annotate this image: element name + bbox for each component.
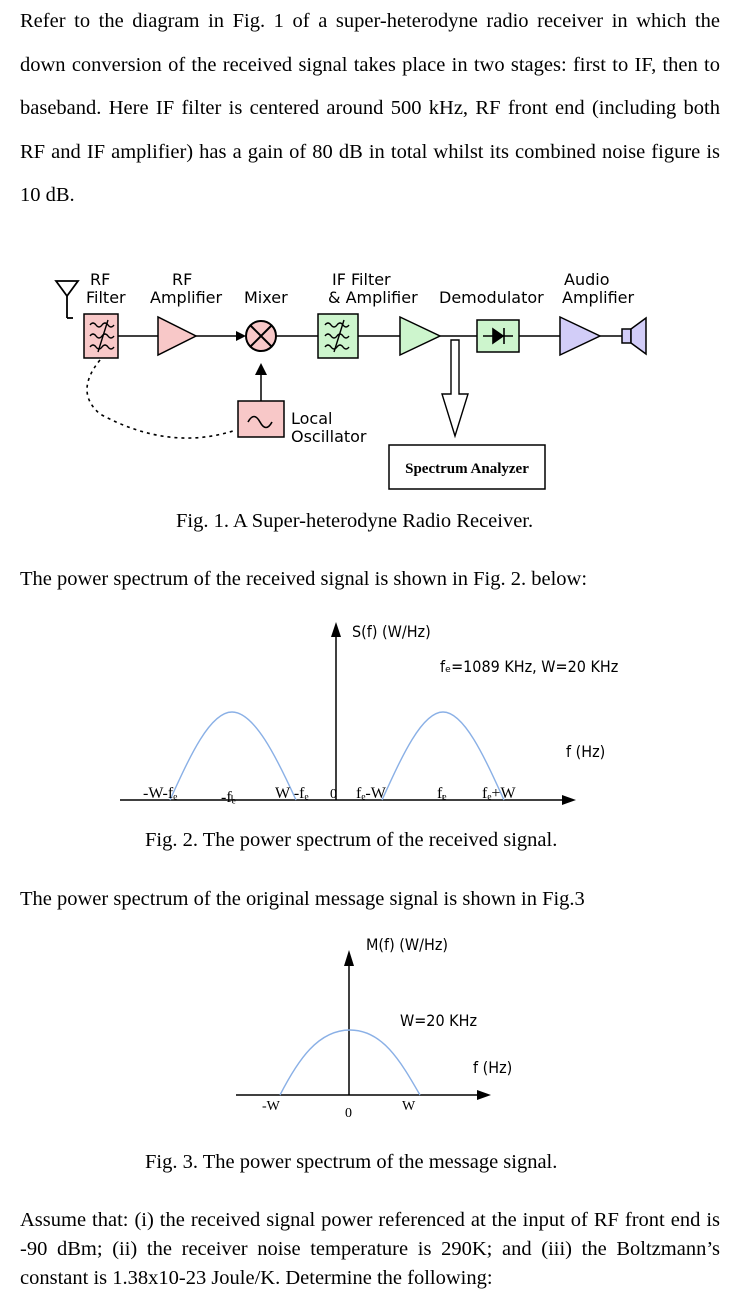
fig2-tick-fc-w: fₑ-W: [356, 785, 387, 802]
audio-amplifier-block: [559, 315, 602, 357]
if-filter-wave-icon: [324, 319, 350, 353]
rf-filter-block: [83, 313, 119, 359]
fig2-tick-neg-w-fc: -W-fₑ: [143, 785, 177, 802]
rf-amplifier-block: [157, 315, 198, 357]
fig2-caption: Fig. 2. The power spectrum of the receiv…: [145, 829, 558, 851]
fig3-tick-neg-w: -W: [262, 1099, 281, 1114]
label-demod: Demodulator: [439, 288, 544, 307]
label-rf-amp-1: RF: [172, 270, 192, 289]
fig2-tick-w-fc: W -fₑ: [275, 785, 309, 802]
fig3-ylabel: M(f) (W/Hz): [366, 935, 448, 954]
fig2-lobe-negative: [169, 711, 297, 801]
antenna-icon: [54, 280, 80, 319]
if-filter-block: [317, 313, 359, 359]
fig2-xlabel: f (Hz): [566, 742, 605, 761]
label-lo-1: Local: [291, 409, 332, 428]
label-rf-filter-2: Filter: [86, 288, 126, 307]
if-amplifier-block: [399, 315, 442, 357]
fig1-block-diagram: RF Filter RF Amplifier Mixer IF Filter &…: [54, 270, 647, 490]
fig2-lobe-positive: [381, 711, 505, 801]
fig3-annotation: W=20 KHz: [400, 1011, 477, 1030]
label-rf-amp-2: Amplifier: [150, 288, 223, 307]
label-audio-1: Audio: [564, 270, 609, 289]
fig2-tick-zero: 0: [330, 787, 337, 802]
fig3-tick-zero: 0: [345, 1106, 352, 1121]
fig3-message-spectrum: M(f) (W/Hz) W=20 KHz f (Hz) -W 0 W: [236, 935, 512, 1121]
fig3-tick-w: W: [402, 1099, 416, 1114]
fig2-tick-fc-plus-w: fₑ+W: [482, 785, 516, 802]
assumptions-paragraph: Assume that: (i) the received signal pow…: [20, 1209, 720, 1289]
label-mixer: Mixer: [244, 288, 288, 307]
local-oscillator-block: [237, 400, 285, 438]
fig1-caption: Fig. 1. A Super-heterodyne Radio Receive…: [176, 510, 534, 532]
fig3-intro: The power spectrum of the original messa…: [20, 888, 585, 910]
rf-filter-wave-icon: [89, 319, 115, 353]
speaker-icon: [621, 316, 647, 356]
spectrum-analyzer-label: Spectrum Analyzer: [405, 461, 529, 477]
tuning-link-dashed: [86, 359, 237, 439]
fig2-tick-fc: fₑ: [437, 785, 446, 802]
fig2-received-spectrum: S(f) (W/Hz) fₑ=1089 KHz, W=20 KHz f (Hz)…: [120, 622, 618, 806]
label-if-2: & Amplifier: [328, 288, 418, 307]
fig2-intro: The power spectrum of the received signa…: [20, 568, 588, 590]
sine-icon: [247, 415, 273, 429]
label-audio-2: Amplifier: [562, 288, 635, 307]
spectrum-analyzer-arrow: [441, 339, 469, 439]
diode-icon: [483, 327, 513, 345]
fig3-caption: Fig. 3. The power spectrum of the messag…: [145, 1151, 558, 1173]
label-rf-filter-1: RF: [90, 270, 110, 289]
label-if-1: IF Filter: [332, 270, 391, 289]
fig2-tick-neg-fc: -fₑ: [221, 789, 236, 806]
intro-paragraph: Refer to the diagram in Fig. 1 of a supe…: [20, 10, 720, 206]
fig2-ylabel: S(f) (W/Hz): [352, 622, 431, 641]
spectrum-analyzer-box: [388, 444, 546, 490]
fig3-baseband-lobe: [279, 1029, 421, 1096]
fig2-annotation: fₑ=1089 KHz, W=20 KHz: [440, 657, 618, 676]
label-lo-2: Oscillator: [291, 427, 367, 446]
fig3-xlabel: f (Hz): [473, 1058, 512, 1077]
